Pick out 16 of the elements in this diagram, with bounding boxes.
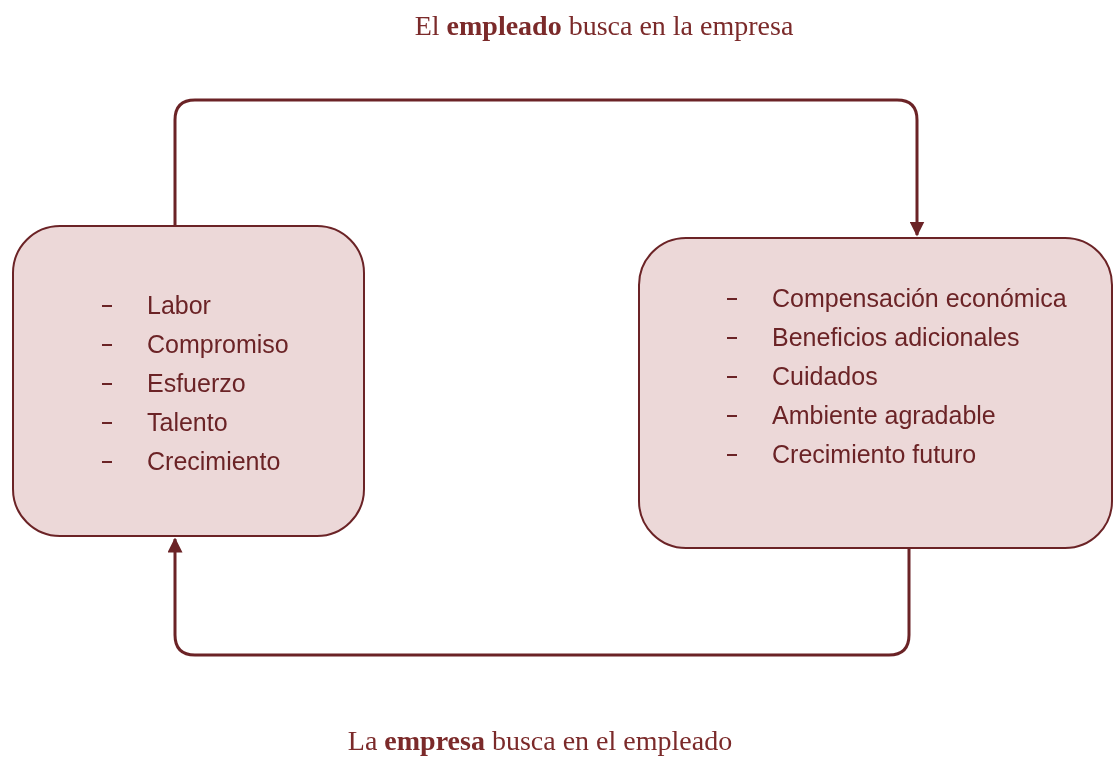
rounded-box <box>638 237 1113 549</box>
curved-arrow <box>167 537 911 657</box>
list-item: Labor <box>147 290 212 321</box>
rounded-box <box>12 225 365 537</box>
list-item: Compromiso <box>147 329 290 360</box>
list-item: Esfuerzo <box>147 368 247 399</box>
list-item: Beneficios adicionales <box>772 322 1021 353</box>
list-item: Compensación económica <box>772 283 1068 314</box>
curved-arrow <box>173 98 925 237</box>
caption-text: El empleado busca en la empresa <box>414 10 794 42</box>
caption-text: La empresa busca en el empleado <box>347 725 733 757</box>
list-item: Talento <box>147 407 229 438</box>
list-item: Ambiente agradable <box>772 400 997 431</box>
list-item: Crecimiento futuro <box>772 439 978 470</box>
list-item: Crecimiento <box>147 446 282 477</box>
list-item: Cuidados <box>772 361 879 392</box>
